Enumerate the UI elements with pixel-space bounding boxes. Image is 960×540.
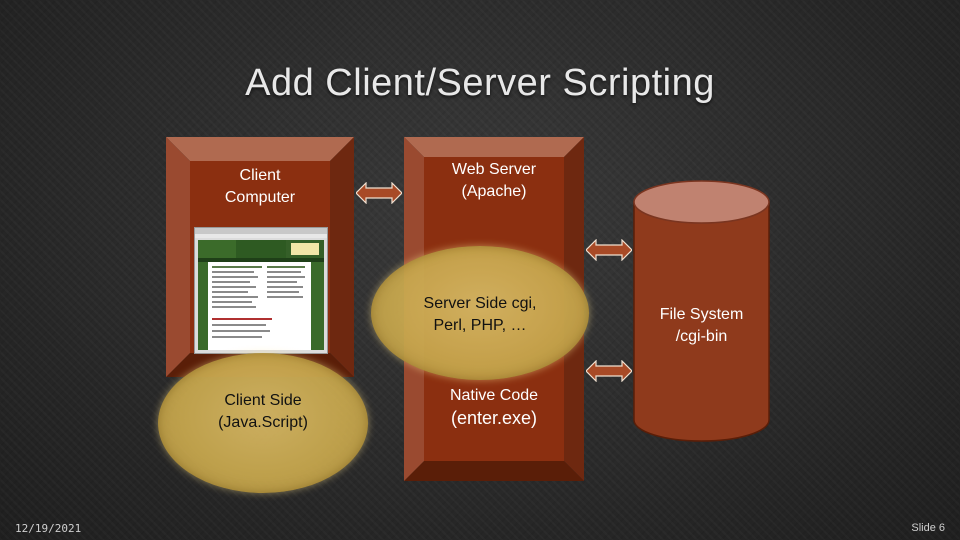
native-code-label: Native Code (enter.exe): [428, 385, 560, 429]
server-side-script-ellipse: [371, 246, 589, 380]
file-system-cylinder: File System /cgi-bin: [633, 180, 770, 442]
client-side-script-label: Client Side (Java.Script): [176, 390, 350, 434]
server-label-line1: Web Server: [451, 161, 537, 178]
filesystem-line2: /cgi-bin: [675, 328, 728, 345]
server-side-script-label: Server Side cgi, Perl, PHP, …: [386, 293, 574, 337]
client-label-line1: Client: [239, 167, 281, 184]
slide-title: Add Client/Server Scripting: [245, 62, 715, 104]
web-server-label: Web Server (Apache): [428, 159, 560, 203]
double-arrow-icon: [586, 239, 632, 261]
browser-screenshot-icon: [194, 227, 328, 354]
double-arrow-icon: [586, 360, 632, 382]
server-label-line2: (Apache): [461, 183, 527, 200]
double-arrow-icon: [356, 182, 402, 204]
native-code-line2: (enter.exe): [450, 408, 538, 428]
server-script-line1: Server Side cgi,: [423, 295, 537, 312]
client-label-line2: Computer: [224, 189, 296, 206]
footer-date: 12/19/2021: [15, 522, 82, 535]
client-script-line2: (Java.Script): [218, 414, 308, 431]
native-code-line1: Native Code: [449, 387, 539, 404]
filesystem-line1: File System: [659, 306, 744, 323]
client-computer-label: Client Computer: [196, 165, 324, 209]
file-system-label: File System /cgi-bin: [641, 304, 762, 348]
server-script-line2: Perl, PHP, …: [433, 317, 527, 334]
client-script-line1: Client Side: [224, 392, 302, 409]
slide-number: Slide 6: [911, 522, 945, 534]
client-side-script-ellipse: [158, 353, 368, 493]
